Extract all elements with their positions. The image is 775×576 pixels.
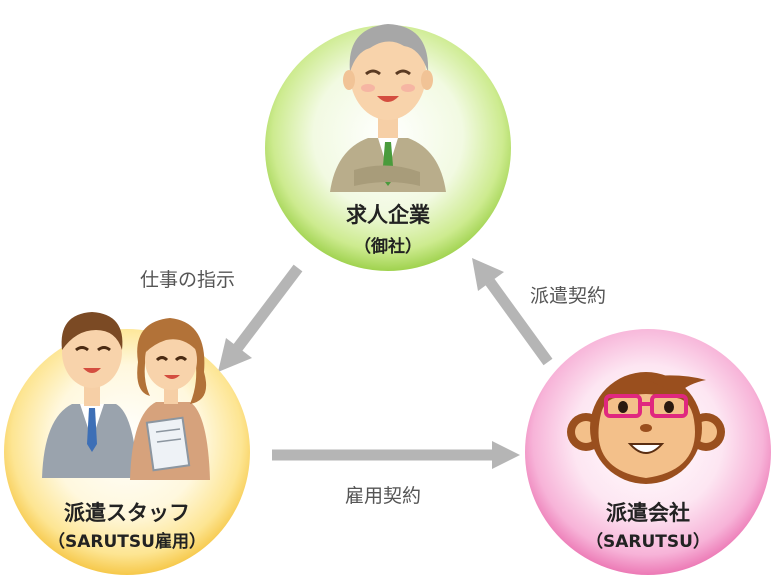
agency-subtitle: （SARUTSU） <box>586 531 710 552</box>
businessman-icon <box>330 24 446 192</box>
staff-title: 派遣スタッフ <box>64 501 190 525</box>
staff-subtitle: （SARUTSU雇用） <box>48 531 206 552</box>
client-subtitle: （御社） <box>354 236 422 257</box>
arrow-work-instruction <box>218 264 303 372</box>
edge-label-work-instruction: 仕事の指示 <box>140 269 235 291</box>
edge-label-dispatch-contract: 派遣契約 <box>530 285 606 307</box>
monkey-mascot-icon <box>567 372 725 484</box>
agency-title: 派遣会社 <box>606 501 690 525</box>
client-title: 求人企業 <box>346 203 431 227</box>
arrow-dispatch-contract <box>472 258 553 366</box>
node-agency: 派遣会社 （SARUTSU） <box>525 329 771 575</box>
arrow-employment-contract <box>272 441 520 469</box>
staff-couple-icon <box>42 312 210 480</box>
node-staff: 派遣スタッフ （SARUTSU雇用） <box>4 312 250 575</box>
node-client: 求人企業 （御社） <box>265 24 511 271</box>
edge-label-employment-contract: 雇用契約 <box>345 485 421 507</box>
